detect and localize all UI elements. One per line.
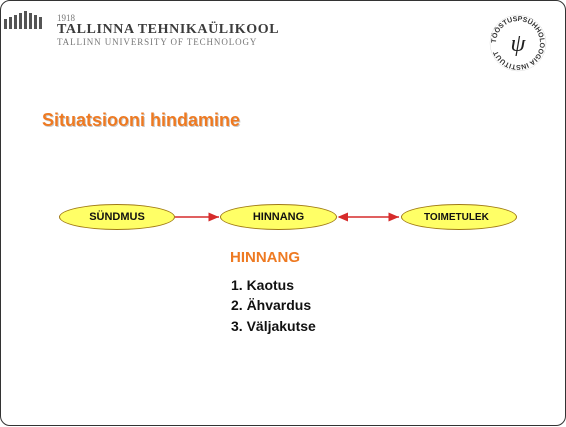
university-name: TALLINNA TEHNIKAÜLIKOOL	[57, 22, 280, 37]
university-name-english: TALLINN UNIVERSITY OF TECHNOLOGY	[57, 37, 258, 47]
list-item: 2. Ähvardus	[231, 297, 312, 313]
list-item: 1. Kaotus	[231, 277, 295, 293]
institute-seal-logo: TÖÖSTUSPSÜHHOLOOGIA INSTITUUT ψ	[490, 14, 547, 72]
slide-title: Situatsiooni hindamine	[42, 110, 241, 130]
diagram-node-sundmus: SÜNDMUS	[59, 204, 175, 230]
svg-text:ψ: ψ	[511, 31, 527, 57]
diagram-node-toimetulek: TOIMETULEK	[401, 204, 517, 230]
list-heading: HINNANG	[230, 249, 300, 266]
diagram-node-hinnang: HINNANG	[220, 204, 337, 230]
university-logo-bars	[4, 11, 42, 29]
established-year: 1918	[57, 13, 75, 23]
list-item: 3. Väljakutse	[231, 318, 316, 334]
